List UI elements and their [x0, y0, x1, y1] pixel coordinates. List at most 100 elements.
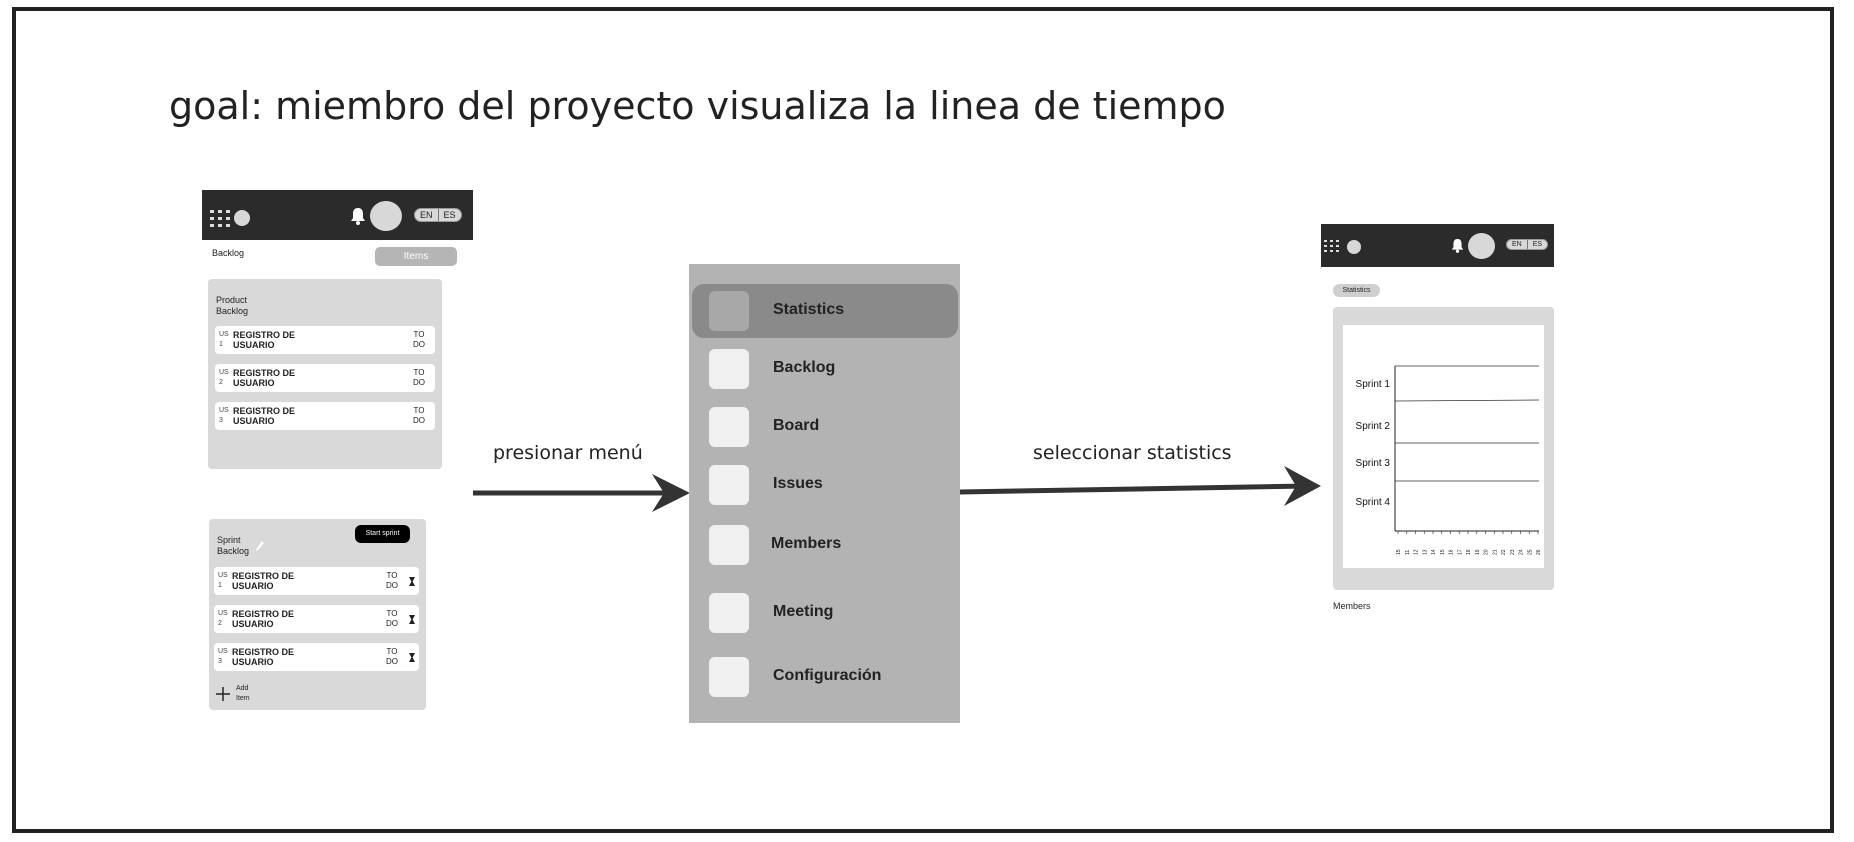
x-tick-label: 22 — [1501, 549, 1507, 555]
hourglass-icon — [409, 653, 415, 662]
menu-label: Board — [773, 417, 820, 434]
start-sprint-button[interactable]: Start sprint — [355, 525, 410, 543]
statistics-tag[interactable]: Statistics — [1333, 284, 1380, 297]
x-tick-label: 11 — [1405, 550, 1411, 555]
menu-item-board[interactable]: Board — [689, 400, 959, 454]
members-label: Members — [1333, 601, 1371, 611]
arrow-label-menu: presionar menú — [493, 442, 643, 464]
items-button[interactable]: Items — [375, 247, 457, 266]
grid-icon[interactable] — [1324, 240, 1339, 252]
backlog-header-bar: EN ES — [202, 190, 473, 240]
lang-es[interactable]: ES — [437, 209, 461, 221]
menu-icon — [709, 593, 749, 633]
lang-en[interactable]: EN — [1512, 241, 1522, 248]
pencil-icon[interactable] — [256, 538, 264, 551]
category-label: Sprint 4 — [1356, 497, 1391, 508]
grid-line — [1394, 399, 1540, 402]
menu-item-statistics[interactable]: Statistics — [692, 284, 958, 338]
menu-label: Statistics — [773, 301, 845, 318]
avatar[interactable] — [370, 201, 402, 231]
product-backlog-title: Product Backlog — [216, 295, 249, 316]
arrow-label-statistics: seleccionar statistics — [1033, 442, 1232, 464]
menu-item-issues[interactable]: Issues — [689, 458, 959, 512]
goal-title: goal: miembro del proyecto visualiza la … — [169, 84, 1226, 128]
x-tick-label: 21 — [1492, 549, 1498, 555]
bell-icon[interactable] — [1451, 238, 1464, 253]
logo-circle — [234, 210, 250, 226]
sprint-backlog-title: Sprint Backlog — [217, 535, 250, 556]
backlog-page-title: Backlog — [212, 248, 245, 258]
x-tick-label: 18 — [1466, 549, 1472, 555]
menu-label: Configuración — [773, 667, 882, 684]
menu-icon — [709, 657, 749, 697]
menu-label: Meeting — [773, 603, 834, 620]
menu-label: Members — [771, 535, 842, 552]
x-tick-label: 15 — [1440, 549, 1446, 555]
x-tick-label: 25 — [1527, 549, 1533, 555]
menu-icon — [709, 525, 749, 565]
menu-label: Backlog — [773, 359, 836, 376]
x-tick-label: 23 — [1510, 549, 1516, 555]
add-item-button[interactable]: Add Item — [216, 684, 276, 706]
category-label: Sprint 3 — [1356, 458, 1391, 469]
menu-label: Issues — [773, 475, 823, 492]
x-tick-label: 26 — [1536, 549, 1542, 555]
lang-es[interactable]: ES — [1526, 240, 1547, 249]
menu-icon — [709, 407, 749, 447]
menu-icon — [709, 349, 749, 389]
statistics-header-bar: EN ES — [1321, 224, 1554, 267]
arrow-right-icon — [473, 474, 690, 512]
category-label: Sprint 1 — [1356, 379, 1391, 390]
language-switch[interactable]: EN ES — [1506, 239, 1549, 250]
avatar[interactable] — [1468, 233, 1495, 259]
lang-en[interactable]: EN — [420, 210, 433, 220]
x-tick-label: 15 — [1396, 549, 1402, 555]
side-menu: Statistics Backlog Board Issues Members … — [689, 264, 960, 723]
add-item-label: Add Item — [236, 685, 250, 702]
menu-icon — [709, 465, 749, 505]
plus-icon — [216, 687, 230, 701]
menu-item-members[interactable]: Members — [689, 518, 959, 572]
x-tick-label: 19 — [1475, 549, 1481, 555]
language-switch[interactable]: EN ES — [414, 208, 462, 222]
menu-item-backlog[interactable]: Backlog — [689, 342, 959, 396]
x-tick-label: 12 — [1414, 549, 1420, 555]
bell-icon[interactable] — [350, 207, 366, 225]
x-tick-label: 14 — [1431, 549, 1437, 555]
grid-icon[interactable] — [210, 210, 230, 227]
logo-circle — [1347, 240, 1361, 254]
x-tick-label: 13 — [1422, 549, 1428, 555]
menu-item-meeting[interactable]: Meeting — [689, 586, 959, 640]
menu-item-configuracion[interactable]: Configuración — [689, 650, 959, 704]
menu-icon — [709, 291, 749, 331]
x-tick-label: 16 — [1449, 549, 1455, 555]
x-tick-label: 20 — [1484, 549, 1490, 555]
x-tick-label: 17 — [1457, 549, 1463, 555]
